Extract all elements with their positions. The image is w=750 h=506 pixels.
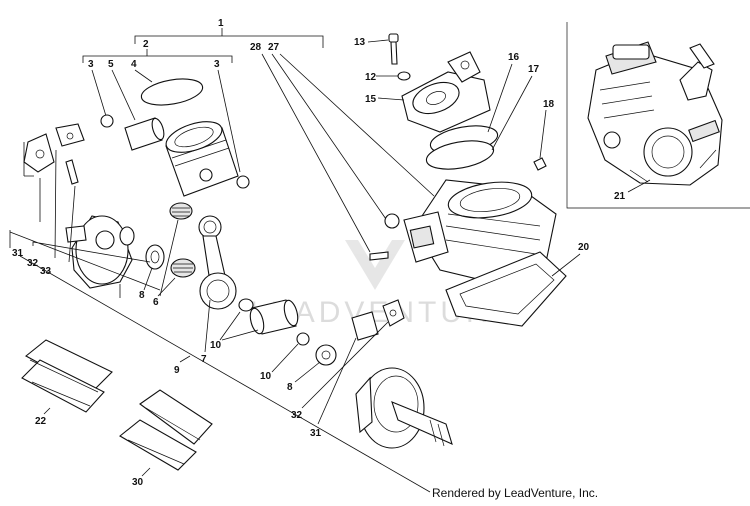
crankshaft-half-right-icon xyxy=(355,367,453,449)
key-plate-icon xyxy=(23,133,55,173)
piston-pin-icon xyxy=(124,117,165,151)
key-plate-upper-icon xyxy=(55,123,85,147)
label-8-right: 8 xyxy=(287,382,293,393)
label-3-left: 3 xyxy=(88,59,94,70)
label-17: 17 xyxy=(528,64,540,75)
label-6: 6 xyxy=(153,297,159,308)
dowel-pin-icon xyxy=(369,251,389,261)
label-2: 2 xyxy=(143,39,149,50)
label-1: 1 xyxy=(218,18,224,29)
crank-pin-icon xyxy=(249,299,299,335)
circlip-icon xyxy=(100,114,114,128)
washer-small-icon xyxy=(238,298,254,312)
needle-bearing-icon xyxy=(169,202,193,220)
thrust-washer-right-icon xyxy=(315,344,337,366)
piston-ring-icon xyxy=(140,78,204,106)
cylinder-icon xyxy=(403,179,557,283)
label-10-right: 10 xyxy=(260,371,272,382)
label-33: 33 xyxy=(40,266,52,277)
crankshaft-half-left-icon xyxy=(65,215,135,289)
label-16: 16 xyxy=(508,52,520,63)
label-10-left: 10 xyxy=(210,340,222,351)
circlip-icon-right xyxy=(236,175,250,189)
needle-bearing-lower-icon xyxy=(170,258,196,278)
label-31-left: 31 xyxy=(12,248,24,259)
label-12: 12 xyxy=(365,72,377,83)
label-3-right: 3 xyxy=(214,59,220,70)
nut-icon xyxy=(533,157,547,171)
label-8-left: 8 xyxy=(139,290,145,301)
head-bolt-icon xyxy=(388,33,399,65)
label-4: 4 xyxy=(131,59,137,70)
label-27: 27 xyxy=(268,42,280,53)
label-28: 28 xyxy=(250,42,262,53)
washer-icon xyxy=(397,71,411,81)
bearing-pack-30-icon xyxy=(119,389,213,471)
cylinder-head-icon xyxy=(401,51,491,133)
connecting-rod-icon xyxy=(198,215,237,310)
label-18: 18 xyxy=(543,99,555,110)
pin-icon xyxy=(65,159,79,185)
bearing-washer-icon xyxy=(296,332,310,346)
engine-inset: 21 xyxy=(566,22,750,209)
label-32-right: 32 xyxy=(291,410,303,421)
render-credit: Rendered by LeadVenture, Inc. xyxy=(432,486,599,500)
label-13: 13 xyxy=(354,37,366,48)
bracket-2: 2 xyxy=(82,39,233,63)
label-22: 22 xyxy=(35,416,47,427)
label-15: 15 xyxy=(365,94,377,105)
o-ring-lower-icon xyxy=(425,140,495,170)
thrust-washer-icon xyxy=(145,244,165,270)
label-7: 7 xyxy=(201,354,207,365)
piston-icon xyxy=(165,121,239,197)
bracket-1: 1 xyxy=(134,18,324,48)
key-icon xyxy=(351,311,379,341)
label-5: 5 xyxy=(108,59,114,70)
base-gasket-icon xyxy=(445,251,567,327)
reed-seal-icon xyxy=(384,213,400,229)
label-20: 20 xyxy=(578,242,590,253)
label-31-right: 31 xyxy=(310,428,322,439)
label-30: 30 xyxy=(132,477,144,488)
engine-assembly-icon xyxy=(587,41,723,186)
bearing-pack-22-icon xyxy=(21,339,113,413)
label-21: 21 xyxy=(614,191,626,202)
key-plate-right-icon xyxy=(382,299,405,327)
label-9: 9 xyxy=(174,365,180,376)
